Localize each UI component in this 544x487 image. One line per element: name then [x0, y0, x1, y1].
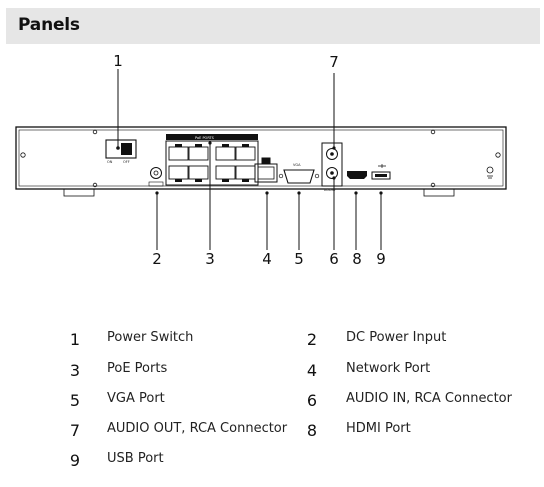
legend-label: AUDIO IN, RCA Connector [346, 391, 512, 406]
legend-label: VGA Port [107, 391, 165, 406]
switch-off-mark: OFF [123, 160, 130, 164]
dc-power-input [148, 167, 164, 187]
leader-dots [116, 141, 383, 195]
leader-lines [117, 69, 382, 250]
legend-label: Network Port [346, 361, 431, 376]
legend-label: Power Switch [107, 330, 194, 345]
audio-block: AUDIO [321, 142, 343, 192]
poe-ports: PoE PORTS [165, 134, 259, 186]
legend-number: 5 [69, 391, 81, 410]
vga-port: VGA [278, 163, 320, 184]
rear-panel-diagram: ON OFF PoE PORTS VGA [15, 52, 507, 268]
callout-5: 5 [294, 250, 304, 268]
legend-label: PoE Ports [107, 361, 168, 376]
callout-6: 6 [329, 250, 339, 268]
section-header: Panels [6, 8, 540, 44]
legend-number: 6 [306, 391, 318, 410]
legend-number: 1 [69, 330, 81, 349]
legend-label: AUDIO OUT, RCA Connector [107, 421, 288, 436]
callout-9: 9 [376, 250, 386, 268]
audio-mark: AUDIO [324, 188, 336, 192]
legend-number: 8 [306, 421, 318, 440]
chassis [15, 126, 507, 197]
power-switch: ON OFF [105, 139, 137, 164]
ground-icon [486, 166, 494, 179]
usb-port [371, 164, 391, 180]
legend-number: 9 [69, 451, 81, 470]
screws [20, 129, 501, 188]
legend-number: 2 [306, 330, 318, 349]
callout-4: 4 [262, 250, 272, 268]
legend-number: 4 [306, 361, 318, 380]
vga-mark: VGA [293, 163, 301, 167]
callout-7: 7 [329, 53, 339, 71]
legend-label: USB Port [107, 451, 164, 466]
hdmi-port [347, 171, 367, 179]
callout-3: 3 [205, 250, 215, 268]
legend-number: 7 [69, 421, 81, 440]
network-port [254, 157, 278, 183]
section-title: Panels [18, 15, 80, 35]
callout-8: 8 [352, 250, 362, 268]
callout-2: 2 [152, 250, 162, 268]
poe-header-mark: PoE PORTS [195, 136, 215, 140]
legend-label: DC Power Input [346, 330, 447, 345]
legend-label: HDMI Port [346, 421, 411, 436]
switch-on-mark: ON [107, 160, 113, 164]
callout-1: 1 [113, 52, 123, 70]
legend-number: 3 [69, 361, 81, 380]
